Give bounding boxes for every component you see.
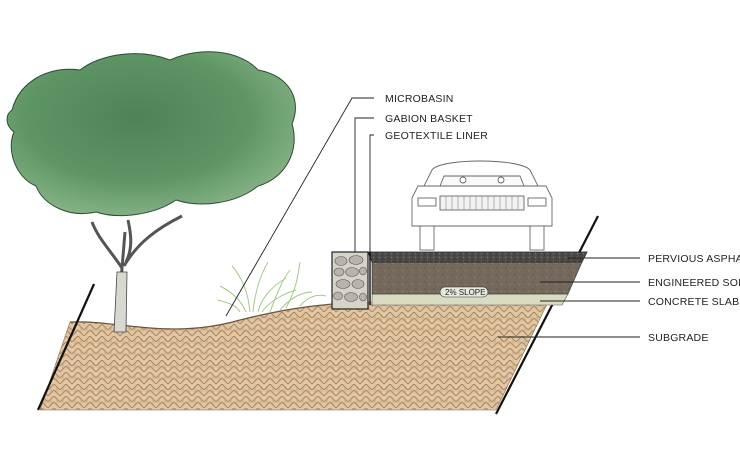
tree-icon <box>6 51 296 333</box>
leader-lines <box>225 97 640 338</box>
leader-microbasin <box>225 97 374 317</box>
leader-gabion <box>354 117 374 252</box>
pervious-asphalt-layer <box>367 251 588 263</box>
label-concrete-slab: CONCRETE SLAB <box>648 296 739 308</box>
ground-surface-line <box>69 301 361 330</box>
section-cut-right <box>495 215 599 415</box>
gabion-stones-icon <box>333 255 367 302</box>
label-microbasin: MICROBASIN <box>385 93 454 105</box>
slope-label: 2% SLOPE <box>445 288 485 297</box>
gabion-basket <box>331 251 369 310</box>
leader-geotextile <box>369 134 374 252</box>
label-pervious-asphalt: PERVIOUS ASPHALT <box>648 253 740 265</box>
tree-trunk <box>90 214 183 331</box>
label-geotextile-liner: GEOTEXTILE LINER <box>385 130 488 142</box>
slope-indicator: 2% SLOPE <box>439 286 489 298</box>
tree-canopy <box>6 51 296 217</box>
section-cut-left <box>36 283 96 411</box>
car-icon <box>411 160 553 251</box>
label-gabion-basket: GABION BASKET <box>385 113 473 125</box>
label-engineered-soil: ENGINEERED SOIL <box>648 277 740 289</box>
shrub-icon <box>217 261 327 313</box>
label-subgrade: SUBGRADE <box>648 332 709 344</box>
